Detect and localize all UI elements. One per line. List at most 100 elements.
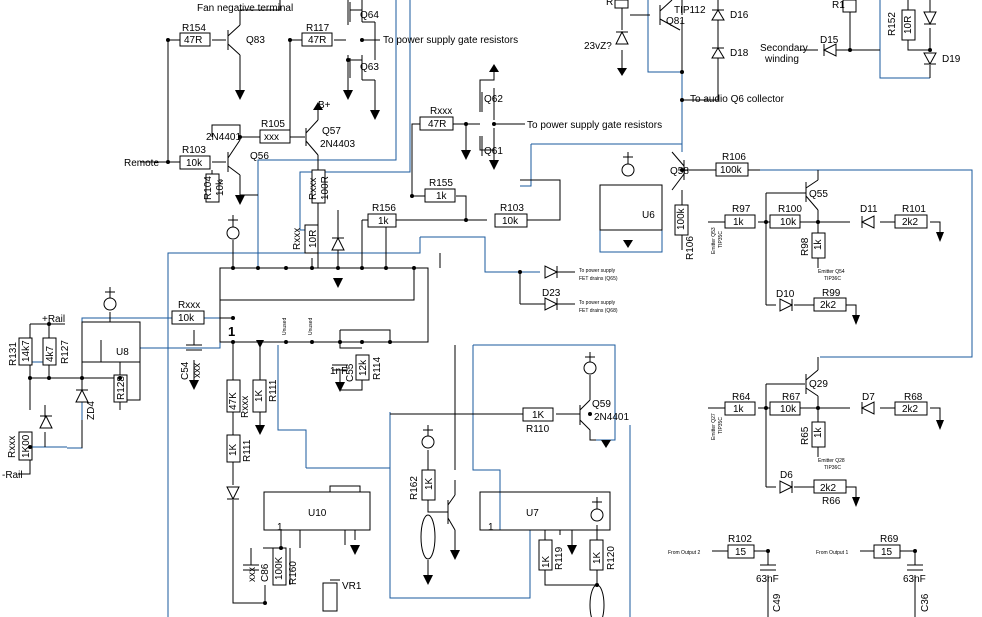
resistor-r68 bbox=[894, 401, 928, 416]
label-r111b: R111 bbox=[242, 439, 253, 462]
label-r105: R105 bbox=[261, 119, 285, 130]
resistor-r127 bbox=[42, 337, 57, 366]
ic-u6 bbox=[599, 184, 663, 231]
resistor-rxxx-47r bbox=[419, 116, 454, 131]
label-2n4401: 2N4401 bbox=[206, 132, 241, 143]
label-tip35c-a: TIP35C bbox=[718, 231, 724, 248]
label-u8: U8 bbox=[116, 347, 129, 358]
diodes bbox=[39, 9, 937, 501]
resistor-rxxx-1k00 bbox=[18, 431, 33, 461]
supply-symbol-2 bbox=[103, 287, 117, 311]
label-2n4403: 2N4403 bbox=[320, 139, 355, 150]
label-r103a: R103 bbox=[182, 145, 206, 156]
label-winding: winding bbox=[764, 54, 799, 65]
transistor-q63 bbox=[349, 55, 375, 81]
value-r105: xxx bbox=[264, 132, 279, 143]
value-47r: 47R bbox=[428, 119, 446, 130]
ic-u7 bbox=[479, 491, 611, 531]
value-r67: 10k bbox=[780, 404, 797, 415]
value-r106a: 100k bbox=[720, 165, 743, 176]
label-q29: Q29 bbox=[809, 379, 828, 390]
label-r1: R1 bbox=[832, 0, 845, 11]
value-r65: 1k bbox=[813, 426, 824, 438]
resistor-r105 bbox=[259, 129, 291, 144]
label-emitter-q54: Emitter Q54 bbox=[818, 269, 845, 275]
value-rxxx-10k: 10k bbox=[178, 313, 195, 324]
label-from-output-2: From Output 2 bbox=[668, 550, 700, 556]
label-r117: R117 bbox=[306, 23, 330, 34]
label-q63: Q63 bbox=[360, 62, 379, 73]
label-r69: R69 bbox=[880, 534, 899, 545]
label-rxxx-10r: Rxxx bbox=[292, 228, 303, 250]
resistor-r104 bbox=[205, 173, 220, 203]
resistor-r103b bbox=[494, 213, 528, 228]
supply-symbol-1 bbox=[226, 215, 240, 240]
capacitor-c54 bbox=[186, 344, 202, 351]
diode-d18 bbox=[711, 47, 725, 59]
label-unused-1: Unused bbox=[282, 318, 288, 335]
value-r162: 1K bbox=[424, 477, 435, 490]
resistor-r155 bbox=[424, 188, 456, 203]
resistor-rxxx-47k bbox=[226, 379, 241, 413]
supply-symbol-6 bbox=[590, 497, 604, 522]
diode-top-right bbox=[923, 11, 937, 26]
component-labels: Fan negative terminal R154 47R Q83 R117 … bbox=[2, 0, 961, 612]
transistor-q83 bbox=[227, 24, 241, 56]
resistor-r65 bbox=[811, 421, 826, 448]
value-r152: 10R bbox=[903, 16, 914, 34]
diode-d6 bbox=[779, 480, 794, 494]
supply-symbol-3 bbox=[621, 152, 635, 177]
label-r114: R114 bbox=[372, 356, 383, 380]
label-fet-drains-2a: To power supply bbox=[579, 300, 616, 306]
diode-d7 bbox=[860, 401, 875, 415]
label-r104: R104 bbox=[203, 176, 214, 200]
label-vr1: VR1 bbox=[342, 581, 362, 592]
label-fan-negative: Fan negative terminal bbox=[197, 3, 293, 14]
label-r101: R101 bbox=[902, 204, 926, 215]
resistor-rxxx-100r bbox=[311, 169, 326, 204]
diode-d19 bbox=[923, 52, 937, 66]
value-r103a: 10k bbox=[186, 158, 203, 169]
label-r131: R131 bbox=[8, 342, 19, 366]
label-zd4: ZD4 bbox=[86, 401, 97, 420]
label-tip36c-b: TIP36C bbox=[824, 465, 841, 471]
label-d7: D7 bbox=[862, 392, 875, 403]
resistor-r1 bbox=[842, 0, 857, 13]
value-r99: 2k2 bbox=[820, 300, 837, 311]
resistor-r128 bbox=[113, 374, 128, 403]
value-r104: 10k bbox=[215, 179, 226, 196]
diode-d15 bbox=[822, 43, 837, 57]
value-r119: 1K bbox=[541, 555, 552, 568]
resistor-top bbox=[614, 0, 629, 9]
transistor-q64 bbox=[349, 0, 376, 60]
label-secondary: Secondary bbox=[760, 43, 808, 54]
resistor-r98 bbox=[811, 232, 826, 259]
label-r160: R160 bbox=[288, 561, 299, 585]
value-r69: 15 bbox=[881, 547, 893, 558]
label-r152: R152 bbox=[887, 12, 898, 36]
label-r68: R68 bbox=[904, 392, 923, 403]
zener-zd4 bbox=[75, 378, 89, 403]
capacitors bbox=[186, 344, 923, 571]
label-r67: R67 bbox=[782, 392, 801, 403]
label-u10-pin1: 1 bbox=[277, 522, 283, 533]
value-r127: 4k7 bbox=[45, 345, 56, 362]
label-r111a: R111 bbox=[268, 379, 279, 402]
resistor-r101 bbox=[894, 214, 928, 229]
diode-d23 bbox=[519, 272, 575, 311]
diode-fet-drain-1 bbox=[544, 265, 575, 279]
label-23vz: 23vZ? bbox=[584, 41, 612, 52]
potentiometer-vr1 bbox=[322, 582, 338, 612]
label-d19: D19 bbox=[942, 54, 961, 65]
label-rxxx-47r: Rxxx bbox=[430, 106, 452, 117]
resistor-r100 bbox=[769, 214, 801, 229]
label-fet-drains-1a: To power supply bbox=[579, 268, 616, 274]
label-b-plus: B+ bbox=[318, 100, 331, 111]
capacitor-c36 bbox=[907, 564, 923, 571]
supply-symbol-5 bbox=[583, 352, 597, 375]
label-r106b: R106 bbox=[685, 236, 696, 260]
label-r64: R64 bbox=[732, 392, 751, 403]
label-fet-drains-1b: FET drains (Q65) bbox=[579, 276, 618, 282]
resistor-r162 bbox=[421, 469, 436, 501]
ic-u8 bbox=[81, 321, 141, 363]
